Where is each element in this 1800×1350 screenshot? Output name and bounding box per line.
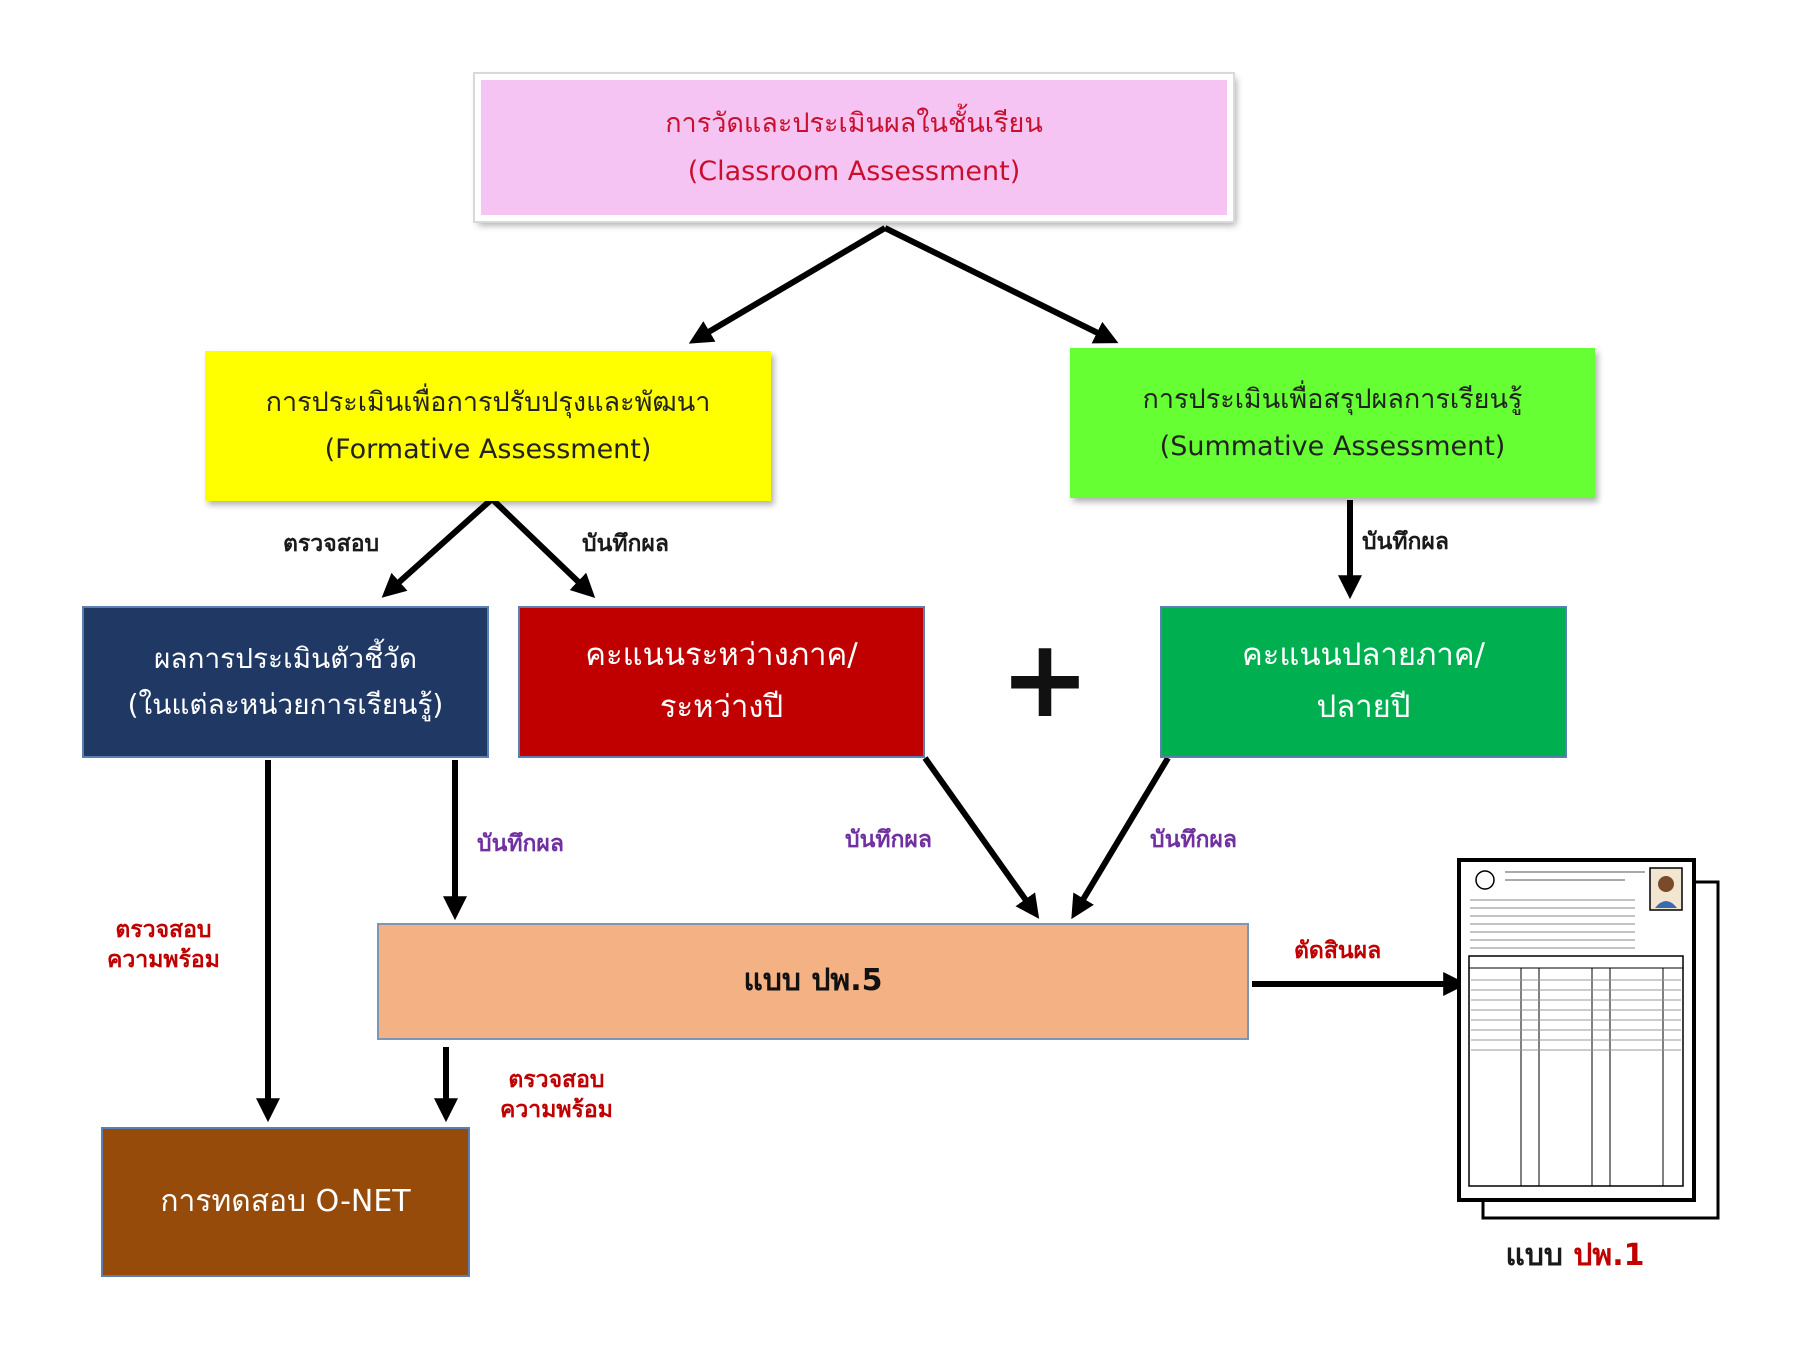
midterm-score-box: คะแนนระหว่างภาค/ ระหว่างปี bbox=[518, 606, 925, 758]
decide-result-label: ตัดสินผล bbox=[1294, 938, 1382, 964]
final-score-line1: คะแนนปลายภาค/ bbox=[1241, 637, 1486, 674]
classroom-assessment-title-thai: การวัดและประเมินผลในชั้นเรียน bbox=[665, 108, 1043, 140]
pp1-name: ปพ.1 bbox=[1573, 1238, 1645, 1273]
arrow-top-to-summative bbox=[883, 225, 1119, 344]
summative-title-english: (Summative Assessment) bbox=[1159, 431, 1506, 462]
check-label: ตรวจสอบ bbox=[283, 531, 380, 557]
formative-title-english: (Formative Assessment) bbox=[324, 434, 652, 465]
formative-assessment-box: การประเมินเพื่อการปรับปรุงและพัฒนา (Form… bbox=[205, 351, 771, 501]
onet-test-box: การทดสอบ O-NET bbox=[101, 1127, 470, 1277]
arrow-top-to-formative bbox=[688, 225, 887, 344]
check-readiness-line2: ความพร้อม bbox=[500, 1096, 613, 1123]
pp1-form-caption: แบบ ปพ.1 bbox=[1500, 1232, 1650, 1279]
pp1-prefix: แบบ bbox=[1505, 1238, 1563, 1273]
check-readiness-line2: ความพร้อม bbox=[107, 946, 220, 973]
record-label-indicator: บันทึกผล bbox=[477, 831, 564, 857]
record-label-summative: บันทึกผล bbox=[1362, 529, 1449, 555]
pp5-form-box: แบบ ปพ.5 bbox=[377, 923, 1249, 1040]
document-form-icon bbox=[1457, 858, 1720, 1220]
check-readiness-label-left: ตรวจสอบ ความพร้อม bbox=[107, 916, 220, 976]
arrow-final-to-pp5 bbox=[1071, 756, 1171, 920]
summative-title-thai: การประเมินเพื่อสรุปผลการเรียนรู้ bbox=[1142, 383, 1523, 415]
record-label-midterm: บันทึกผล bbox=[845, 827, 932, 853]
midterm-score-line2: ระหว่างปี bbox=[659, 689, 784, 725]
arrow-formative-to-midterm bbox=[489, 496, 596, 598]
indicator-result-line2: (ในแต่ละหน่วยการเรียนรู้) bbox=[127, 688, 444, 721]
final-score-line2: ปลายปี bbox=[1316, 689, 1411, 725]
check-readiness-line1: ตรวจสอบ bbox=[508, 1067, 605, 1093]
pp5-form-label: แบบ ปพ.5 bbox=[743, 963, 883, 999]
classroom-assessment-title-english: (Classroom Assessment) bbox=[687, 155, 1021, 187]
record-label-formative: บันทึกผล bbox=[582, 531, 669, 557]
arrow-formative-to-indicator bbox=[381, 496, 495, 598]
arrow-midterm-to-pp5 bbox=[922, 756, 1040, 919]
classroom-assessment-box: การวัดและประเมินผลในชั้นเรียน (Classroom… bbox=[475, 74, 1233, 221]
formative-title-thai: การประเมินเพื่อการปรับปรุงและพัฒนา bbox=[265, 386, 711, 418]
indicator-result-box: ผลการประเมินตัวชี้วัด (ในแต่ละหน่วยการเร… bbox=[82, 606, 489, 758]
plus-sign: + bbox=[999, 617, 1091, 742]
midterm-score-line1: คะแนนระหว่างภาค/ bbox=[585, 637, 858, 674]
onet-test-label: การทดสอบ O-NET bbox=[160, 1183, 411, 1219]
final-score-box: คะแนนปลายภาค/ ปลายปี bbox=[1160, 606, 1567, 758]
check-readiness-line1: ตรวจสอบ bbox=[115, 917, 212, 943]
check-readiness-label-center: ตรวจสอบ ความพร้อม bbox=[500, 1066, 613, 1126]
summative-assessment-box: การประเมินเพื่อสรุปผลการเรียนรู้ (Summat… bbox=[1070, 348, 1595, 498]
record-label-final: บันทึกผล bbox=[1150, 827, 1237, 853]
indicator-result-line1: ผลการประเมินตัวชี้วัด bbox=[153, 641, 418, 675]
